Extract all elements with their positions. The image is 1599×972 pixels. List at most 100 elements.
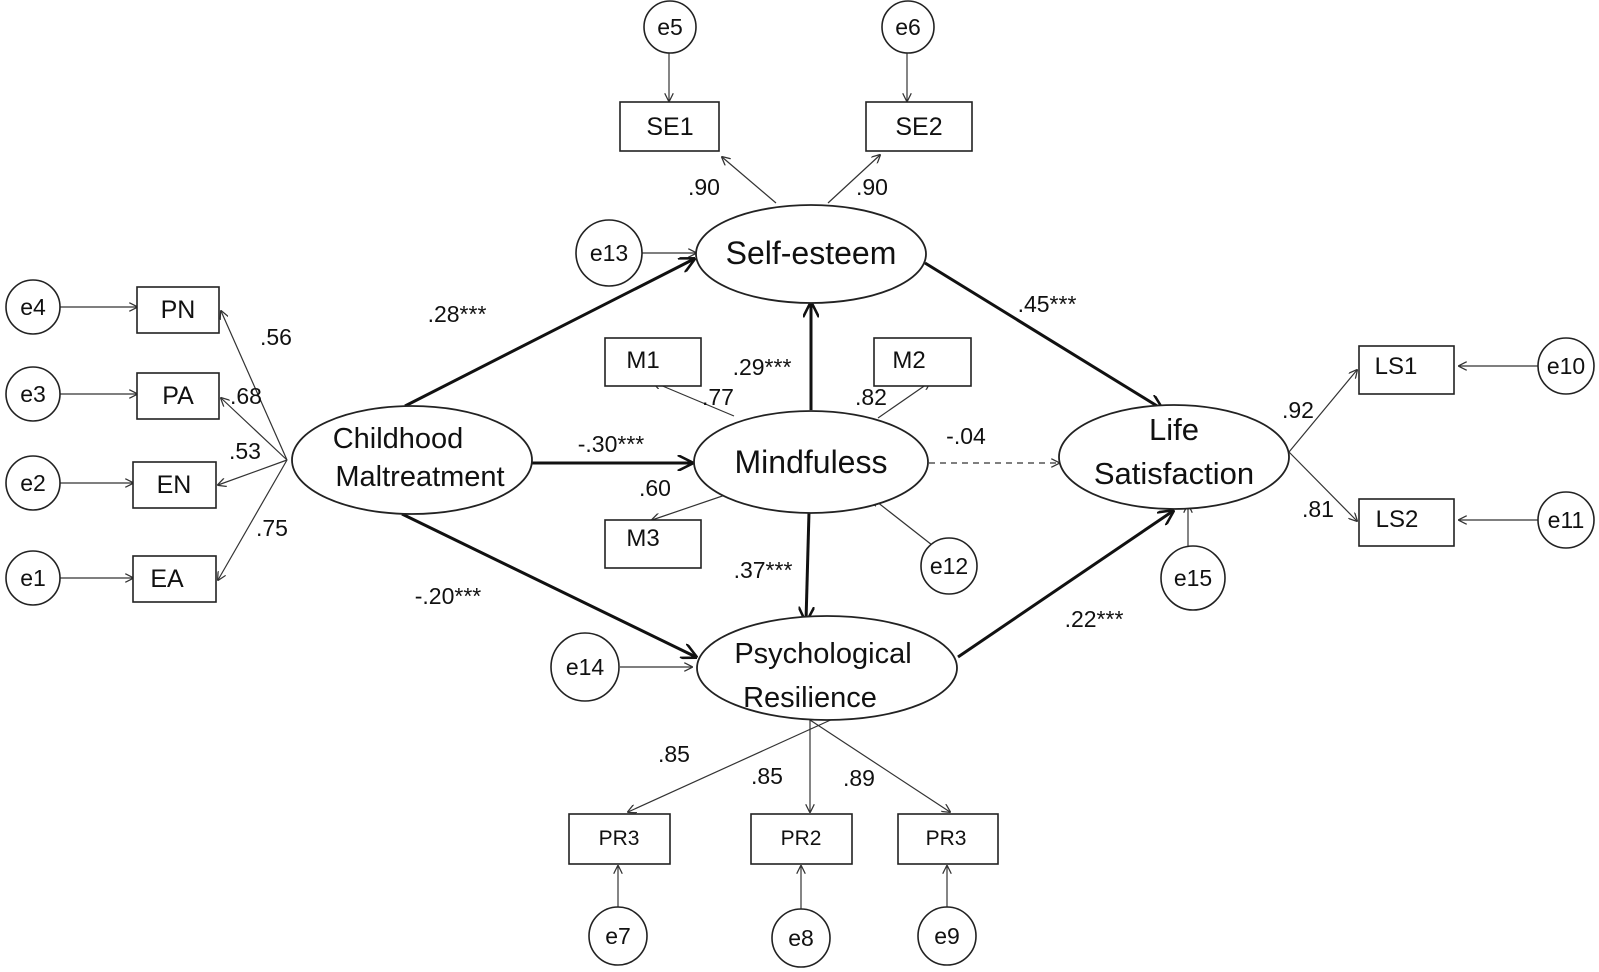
- indicator-label: LS2: [1376, 506, 1419, 533]
- path-mind-pr: [806, 511, 809, 621]
- error-label: e3: [20, 381, 46, 407]
- indicator-m1: M1: [604, 337, 702, 387]
- connectors: [59, 51, 1538, 910]
- error-e3: e3: [5, 366, 61, 422]
- loading-m3: .60: [639, 475, 671, 501]
- error-label: e4: [20, 294, 46, 320]
- indicator-m2: M2: [873, 337, 972, 387]
- indicator-label: PN: [161, 296, 196, 324]
- error-label: e12: [930, 553, 968, 579]
- error-e7: e7: [588, 906, 648, 966]
- path-se-ls: [924, 261, 1162, 409]
- error-e1: e1: [5, 550, 61, 606]
- arrow-se-se2: [827, 155, 880, 204]
- arrow-mind-m2: [877, 382, 930, 419]
- indicator-m3: M3: [604, 519, 702, 569]
- indicator-pn: PN: [136, 286, 220, 334]
- indicator-label: SE2: [895, 113, 942, 141]
- latent-label: Self-esteem: [726, 235, 897, 271]
- error-e12: e12: [920, 537, 978, 595]
- arrow-cm-ea: [218, 459, 288, 580]
- error-label: e7: [605, 923, 631, 949]
- latent-label: Resilience: [743, 682, 877, 714]
- coef-se-ls: .45***: [1018, 291, 1077, 317]
- error-label: e5: [657, 14, 683, 40]
- indicator-ls1: LS1: [1358, 345, 1455, 395]
- path-coefficient-labels: .28*** -.30*** -.20*** .29*** .37*** -.0…: [415, 291, 1124, 632]
- latent-life-satisfaction: Life Satisfaction: [1058, 404, 1290, 510]
- loading-pr3-right: .89: [843, 765, 875, 791]
- loading-ls1: .92: [1282, 397, 1314, 423]
- error-label: e1: [20, 565, 46, 591]
- error-e5: e5: [643, 0, 697, 54]
- latent-mindfulness: Mindfuless: [693, 410, 929, 514]
- error-label: e8: [788, 925, 814, 951]
- path-cm-se: [404, 259, 694, 408]
- coef-cm-mind: -.30***: [578, 431, 645, 457]
- latent-psychological-resilience: Psychological Resilience: [696, 615, 958, 721]
- indicator-pr3-right: PR3: [897, 813, 999, 865]
- path-cm-pr: [401, 512, 696, 657]
- loading-ea: .75: [256, 515, 288, 541]
- error-e13: e13: [575, 219, 643, 287]
- error-e9: e9: [917, 906, 977, 966]
- error-e6: e6: [881, 0, 935, 54]
- coef-pr-ls: .22***: [1065, 606, 1124, 632]
- loading-m2: .82: [855, 384, 887, 410]
- indicator-pr3-left: PR3: [568, 813, 671, 865]
- coef-cm-se: .28***: [428, 301, 487, 327]
- path-pr-ls: [957, 511, 1173, 659]
- latent-label: Satisfaction: [1094, 456, 1254, 491]
- indicator-label: EN: [157, 471, 192, 499]
- loading-en: .53: [229, 438, 261, 464]
- coef-mind-ls: -.04: [946, 423, 986, 449]
- error-label: e13: [590, 240, 628, 266]
- error-e2: e2: [5, 455, 61, 511]
- indicator-label: PA: [162, 382, 194, 410]
- error-e11: e11: [1537, 491, 1595, 549]
- indicator-ls2: LS2: [1358, 498, 1455, 547]
- error-label: e2: [20, 470, 46, 496]
- indicator-se2: SE2: [865, 101, 973, 152]
- indicator-label: PR2: [781, 827, 822, 850]
- latent-self-esteem: Self-esteem: [695, 204, 927, 304]
- indicator-en: EN: [132, 461, 217, 509]
- latent-childhood-maltreatment: Childhood Maltreatment: [291, 405, 533, 515]
- loading-se1: .90: [688, 174, 720, 200]
- indicator-label: LS1: [1375, 353, 1418, 380]
- indicator-label: EA: [150, 565, 184, 593]
- loading-se2: .90: [856, 174, 888, 200]
- error-label: e14: [566, 654, 605, 680]
- arrow-se-se1: [722, 157, 777, 204]
- coef-cm-pr: -.20***: [415, 583, 482, 609]
- error-label: e11: [1548, 507, 1585, 533]
- coef-mind-se: .29***: [733, 354, 792, 380]
- error-e14: e14: [550, 632, 620, 702]
- arrow-mind-m1: [653, 382, 735, 417]
- arrow-ls-ls1: [1288, 370, 1357, 453]
- error-label: e9: [934, 923, 960, 949]
- arrow-pr-pr3b: [809, 719, 950, 812]
- indicator-label: M3: [626, 525, 659, 552]
- loading-pr3-left: .85: [658, 741, 690, 767]
- error-label: e15: [1174, 565, 1212, 591]
- latent-label: Life: [1149, 412, 1199, 447]
- indicator-label: PR3: [599, 827, 640, 850]
- error-e15: e15: [1160, 545, 1226, 611]
- arrow-cm-pa: [221, 398, 288, 461]
- loading-labels: .56 .68 .53 .75 .90 .90 .77 .82 .60 .92 …: [229, 174, 1334, 791]
- error-label: e10: [1547, 353, 1585, 379]
- arrow-cm-en: [218, 459, 288, 485]
- error-label: e6: [895, 14, 921, 40]
- indicator-pa: PA: [136, 372, 220, 420]
- loading-pr2: .85: [751, 763, 783, 789]
- coef-mind-pr: .37***: [734, 557, 793, 583]
- latent-label: Maltreatment: [335, 461, 504, 493]
- latent-label: Childhood: [333, 423, 464, 455]
- error-e8: e8: [771, 908, 831, 968]
- loading-ls2: .81: [1302, 496, 1334, 522]
- indicator-pr2: PR2: [750, 813, 853, 865]
- arrow-cm-pn: [221, 311, 288, 461]
- latent-label: Psychological: [734, 638, 911, 670]
